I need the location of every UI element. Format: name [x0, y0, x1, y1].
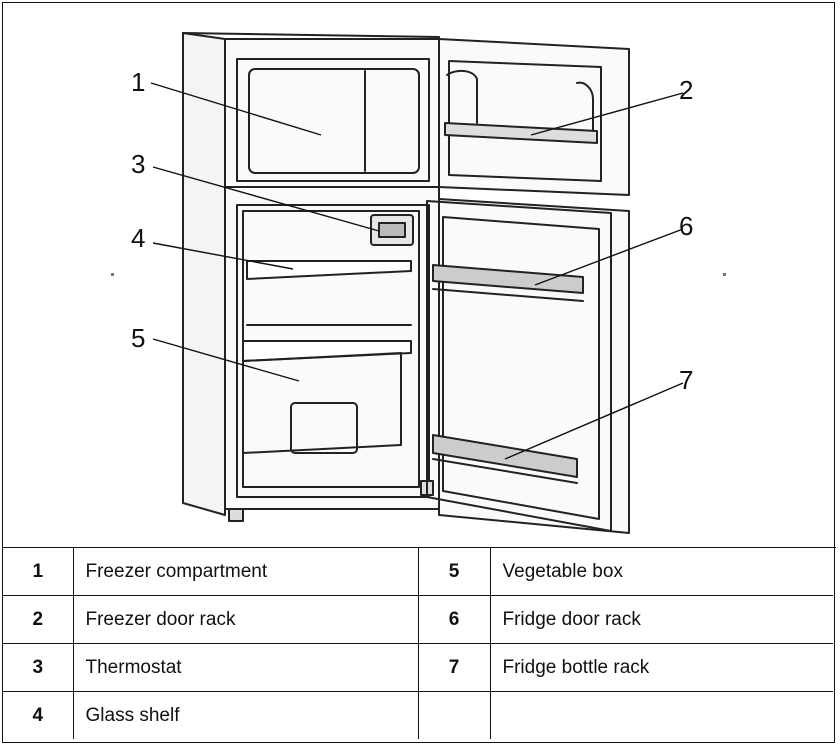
- cabinet-side: [182, 32, 226, 516]
- leader-line-6: [534, 228, 684, 286]
- leader-line-4: [152, 242, 294, 270]
- vegetable-box-handle: [290, 402, 358, 454]
- callout-5: 5: [131, 323, 145, 353]
- legend-label: Vegetable box: [489, 548, 833, 596]
- leader-line-5: [152, 338, 300, 382]
- table-row: 4 Glass shelf: [3, 691, 833, 739]
- legend-number: 6: [417, 595, 491, 644]
- vegetable-box-lid: [242, 340, 412, 362]
- decorative-dot-left: [111, 273, 114, 276]
- legend-number: 3: [3, 643, 74, 692]
- vegetable-box: [242, 352, 402, 454]
- legend-label: Freezer door rack: [72, 595, 419, 644]
- fridge-illustration: 1 2 3 4 5 6 7: [111, 32, 726, 534]
- legend-label: [489, 691, 833, 739]
- fridge-door-rack: [432, 264, 584, 294]
- callout-6: 6: [679, 211, 693, 241]
- legend-number: 4: [3, 691, 74, 739]
- fridge-compartment-outer: [236, 204, 430, 498]
- leader-line-2: [530, 92, 684, 136]
- leader-line-1: [150, 82, 322, 136]
- fridge-bottle-rack: [432, 434, 578, 478]
- callout-4: 4: [131, 223, 145, 253]
- legend-table: 1 Freezer compartment 5 Vegetable box 2 …: [3, 548, 833, 739]
- legend-label: Freezer compartment: [72, 548, 419, 596]
- freezer-compartment-inner: [248, 68, 420, 174]
- callout-2: 2: [679, 75, 693, 105]
- legend-number: 7: [417, 643, 491, 692]
- freezer-door: [438, 38, 630, 196]
- freezer-door-rack: [444, 122, 598, 144]
- decorative-dot-right: [723, 273, 726, 276]
- callout-1: 1: [131, 67, 145, 97]
- leader-line-7: [504, 382, 684, 460]
- legend-number: 1: [3, 548, 74, 596]
- legend-number: [417, 691, 491, 739]
- legend-label: Thermostat: [72, 643, 419, 692]
- table-row: 1 Freezer compartment 5 Vegetable box: [3, 548, 833, 596]
- table-row: 2 Freezer door rack 6 Fridge door rack: [3, 595, 833, 644]
- legend-label: Fridge bottle rack: [489, 643, 833, 692]
- fridge-door: [438, 198, 630, 534]
- legend-number: 2: [3, 595, 74, 644]
- freezer-compartment-outer: [236, 58, 430, 182]
- callout-7: 7: [679, 365, 693, 395]
- glass-shelf-top: [246, 260, 412, 280]
- table-row: 3 Thermostat 7 Fridge bottle rack: [3, 643, 833, 692]
- legend-label: Fridge door rack: [489, 595, 833, 644]
- leader-line-3: [152, 166, 380, 232]
- legend-number: 5: [417, 548, 491, 596]
- fridge-illustration-panel: 1 2 3 4 5 6 7: [3, 3, 836, 548]
- callout-3: 3: [131, 149, 145, 179]
- legend-label: Glass shelf: [72, 691, 419, 739]
